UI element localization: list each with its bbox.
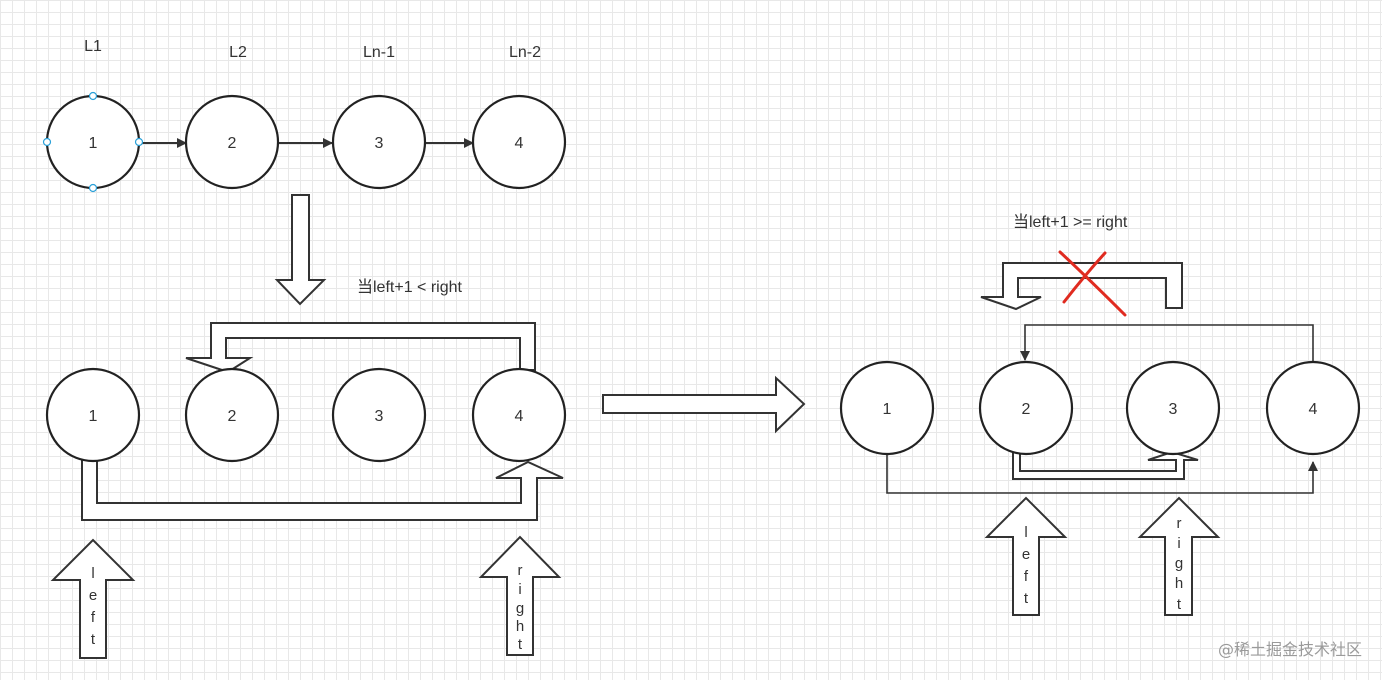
right-case-node-3[interactable]: 3 <box>1125 360 1221 456</box>
pointer-letter: t <box>1177 596 1182 613</box>
top-node-3-value: 3 <box>375 135 384 152</box>
left-case-node-4[interactable]: 4 <box>471 367 567 463</box>
selection-handle[interactable] <box>42 137 52 147</box>
left-case-node-2[interactable]: 2 <box>184 367 280 463</box>
pointer-letter: r <box>1177 515 1182 532</box>
top-node-2-value: 2 <box>228 135 237 152</box>
right-case-left-pointer[interactable]: l e f t <box>984 496 1068 616</box>
top-node-2[interactable]: 2 <box>184 94 280 190</box>
pointer-letter: g <box>516 600 524 617</box>
top-node-1-value: 1 <box>89 135 98 152</box>
pointer-letter: t <box>1024 590 1029 607</box>
left-case-node-3-value: 3 <box>375 408 384 425</box>
right-case-node-4[interactable]: 4 <box>1265 360 1361 456</box>
link-1-to-4[interactable] <box>886 454 1318 494</box>
right-case-node-1[interactable]: 1 <box>839 360 935 456</box>
top-node-4[interactable]: 4 <box>471 94 567 190</box>
left-case-node-2-value: 2 <box>228 408 237 425</box>
pointer-letter: e <box>1022 546 1030 563</box>
pointer-letter: l <box>91 565 94 582</box>
pointer-letter: r <box>518 562 523 579</box>
condition-left-plus-1-less-than-right: 当left+1 < right <box>357 278 463 296</box>
label-ln-1: Ln-1 <box>363 44 395 61</box>
right-case-node-3-value: 3 <box>1169 401 1178 418</box>
crossed-swap-arrow[interactable] <box>980 262 1183 311</box>
pointer-letter: i <box>518 581 521 598</box>
selection-handle[interactable] <box>88 183 98 193</box>
pointer-letter: f <box>1024 568 1029 585</box>
selection-handle[interactable] <box>134 137 144 147</box>
left-case-node-1-value: 1 <box>89 408 98 425</box>
link-4-to-2[interactable] <box>1020 324 1314 363</box>
right-case-node-1-value: 1 <box>883 401 892 418</box>
left-case-left-pointer[interactable]: l e f t <box>50 538 136 659</box>
right-case-node-2[interactable]: 2 <box>978 360 1074 456</box>
right-case-right-pointer[interactable]: r i g h t <box>1137 496 1221 616</box>
pointer-letter: h <box>1175 575 1183 592</box>
right-case-node-4-value: 4 <box>1309 401 1318 418</box>
top-node-3[interactable]: 3 <box>331 94 427 190</box>
swap-loop-bottom-arrow[interactable] <box>81 455 564 521</box>
pointer-letter: t <box>518 636 523 653</box>
pointer-letter: g <box>1175 555 1183 572</box>
left-case-node-1[interactable]: 1 <box>45 367 141 463</box>
pointer-letter: h <box>516 618 524 635</box>
label-l1: L1 <box>84 38 102 55</box>
left-case-node-4-value: 4 <box>515 408 524 425</box>
pointer-letter: l <box>1024 524 1027 541</box>
right-block-arrow[interactable] <box>602 375 806 434</box>
condition-left-plus-1-greater-equal-right: 当left+1 >= right <box>1013 213 1128 231</box>
swap-loop-top-arrow[interactable] <box>185 322 536 374</box>
small-loop-arrow[interactable] <box>1012 450 1199 480</box>
right-case-node-2-value: 2 <box>1022 401 1031 418</box>
left-case-node-3[interactable]: 3 <box>331 367 427 463</box>
top-node-1[interactable]: 1 <box>42 91 144 193</box>
down-block-arrow[interactable] <box>274 194 327 306</box>
pointer-letter: t <box>91 631 96 648</box>
red-cross-icon <box>1058 250 1127 317</box>
left-case-right-pointer[interactable]: r i g h t <box>478 535 562 656</box>
pointer-letter: i <box>1177 535 1180 552</box>
pointer-letter: f <box>91 609 96 626</box>
selection-handle[interactable] <box>88 91 98 101</box>
watermark: @稀土掘金技术社区 <box>1218 640 1362 659</box>
label-l2: L2 <box>229 44 247 61</box>
pointer-letter: e <box>89 587 97 604</box>
top-node-4-value: 4 <box>515 135 524 152</box>
label-ln-2: Ln-2 <box>509 44 541 61</box>
